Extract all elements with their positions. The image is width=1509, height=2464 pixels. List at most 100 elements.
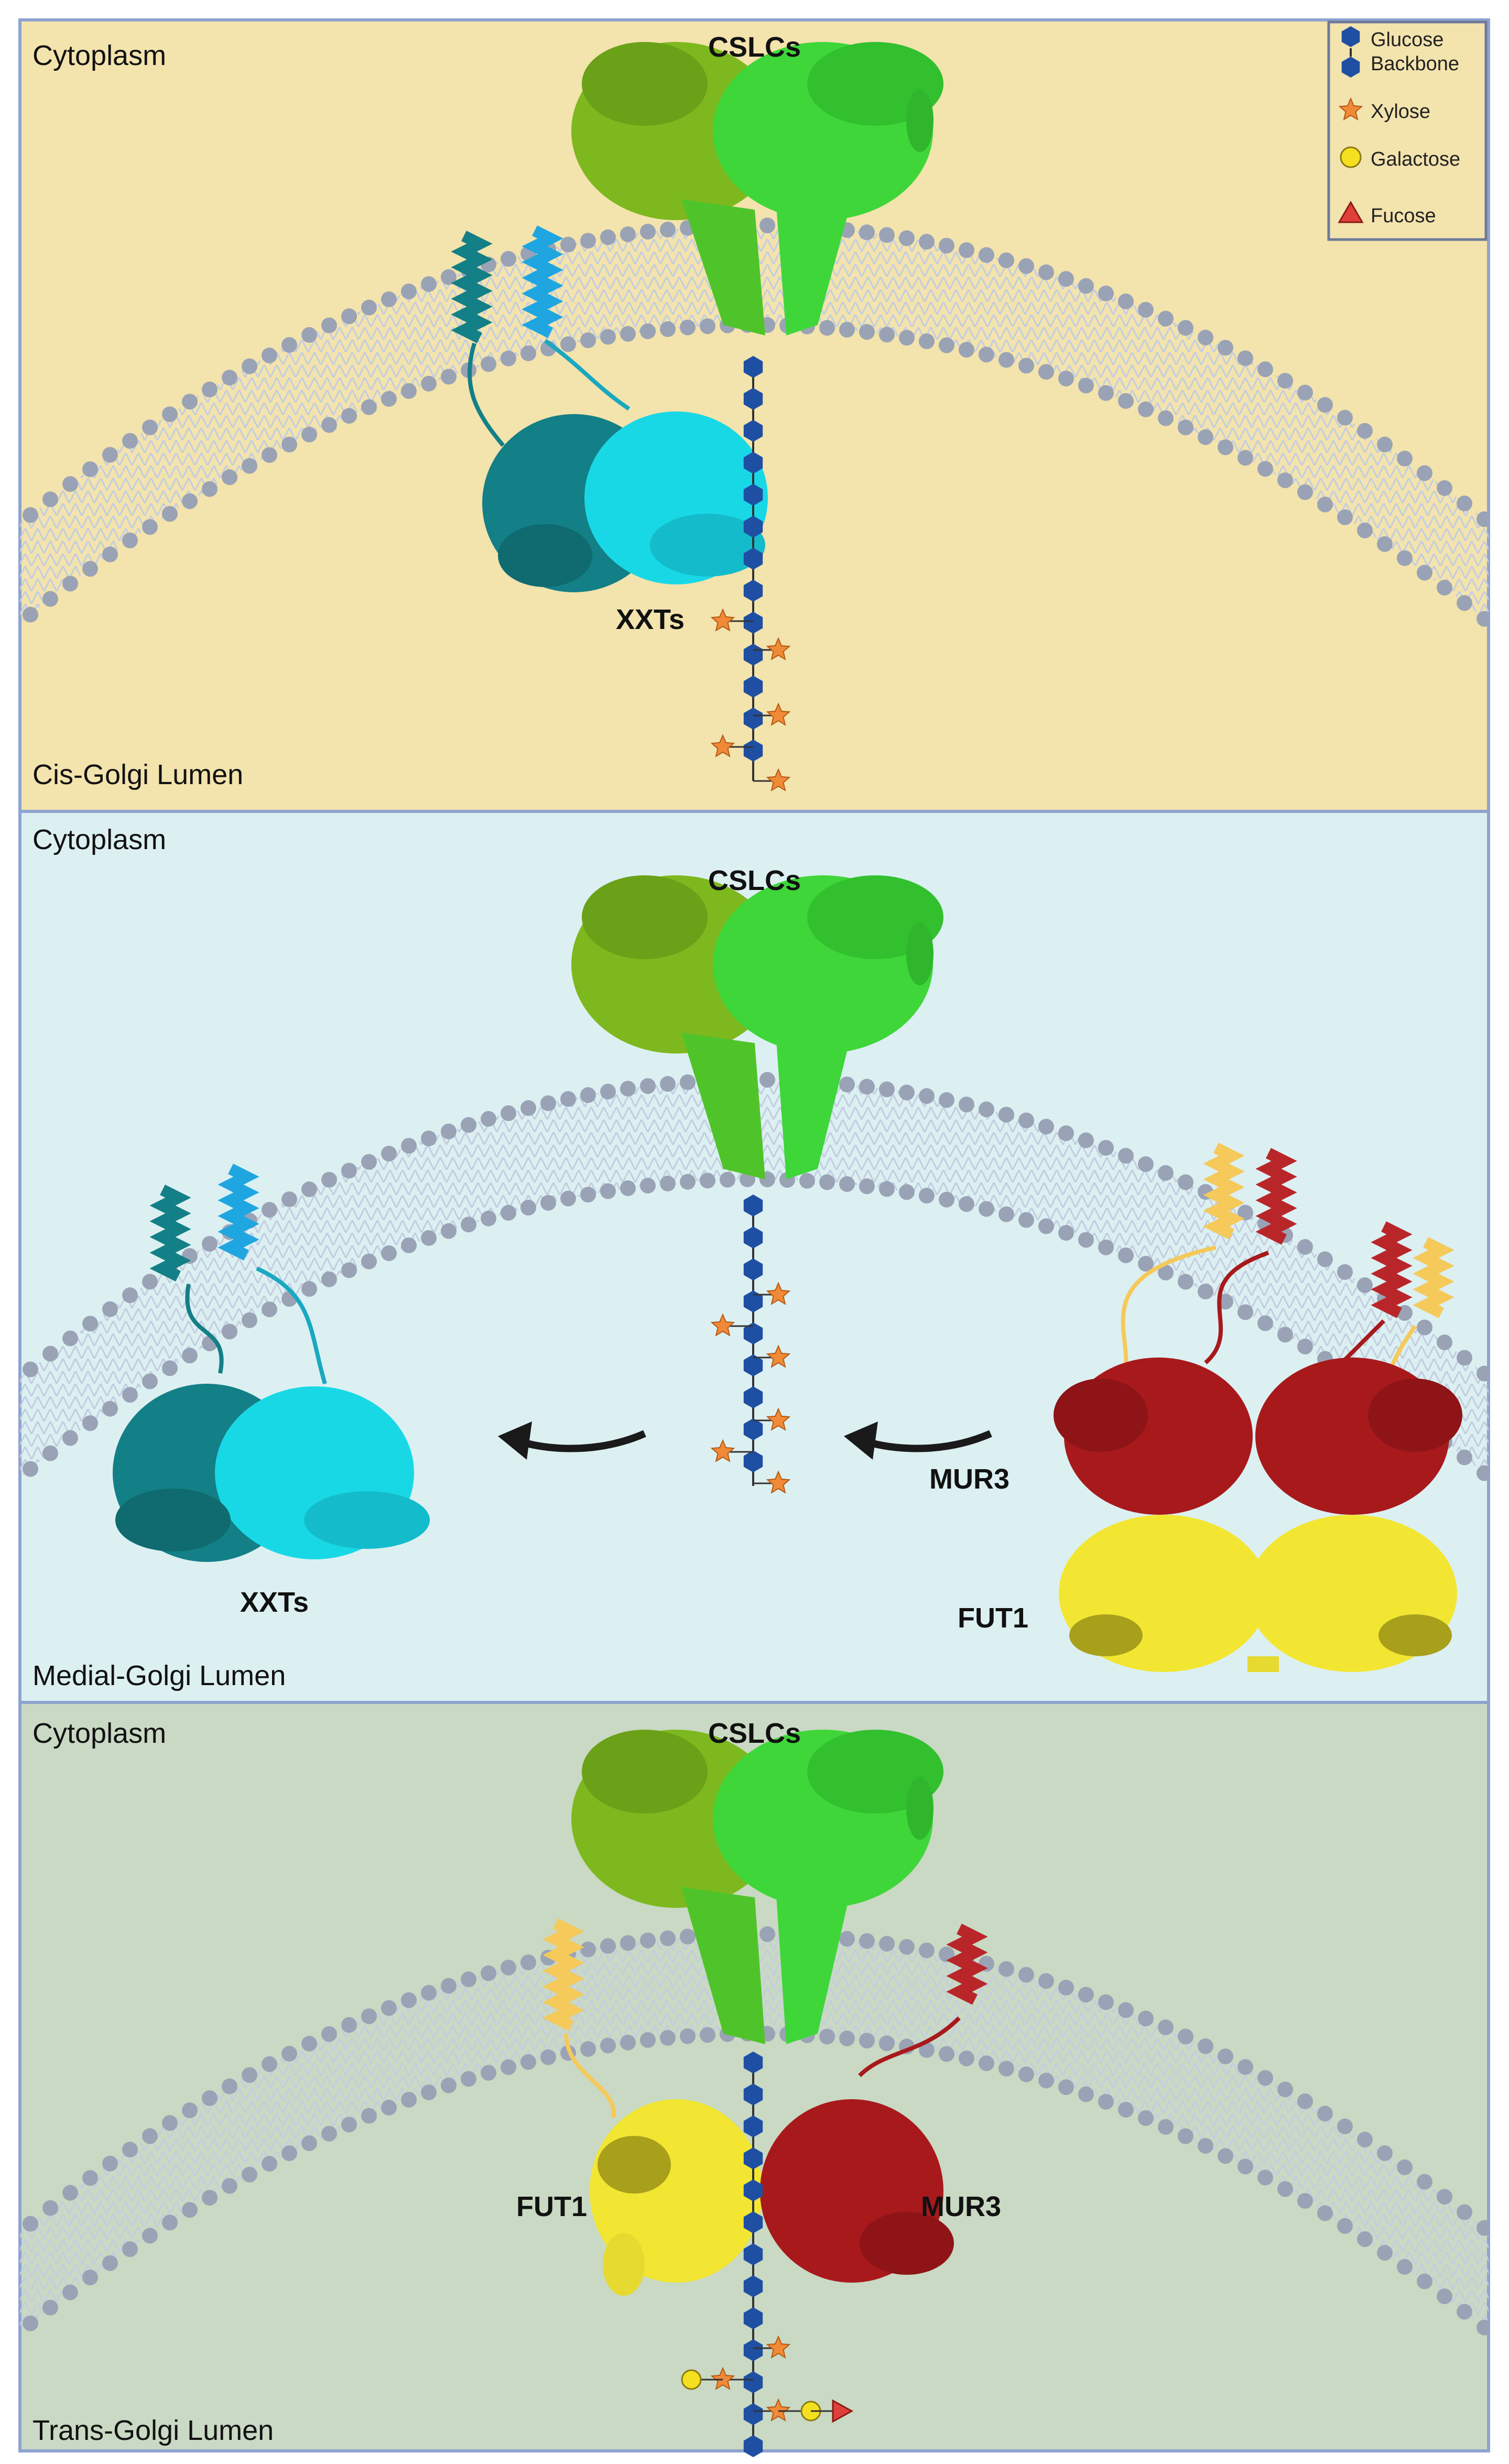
lipid-head bbox=[42, 2200, 58, 2216]
lipid-head bbox=[1237, 350, 1253, 366]
lipid-head bbox=[42, 1345, 58, 1362]
lipid-head bbox=[1038, 364, 1054, 380]
lipid-head bbox=[1218, 439, 1233, 455]
membrane-bilayer bbox=[20, 1926, 1509, 2336]
lipid-head bbox=[1038, 264, 1054, 280]
lipid-head bbox=[680, 319, 696, 335]
lipid-head bbox=[759, 1072, 775, 1088]
mur3-transmembrane-helix bbox=[1371, 1221, 1413, 1318]
xylose-star-icon bbox=[766, 1282, 791, 1305]
lipid-head bbox=[62, 1430, 78, 1446]
lipid-head bbox=[1297, 484, 1313, 501]
lipid-head bbox=[799, 1173, 815, 1189]
lipid-head bbox=[421, 1984, 437, 2001]
lipid-head bbox=[341, 1163, 357, 1179]
lumen-label: Medial-Golgi Lumen bbox=[32, 1660, 286, 1691]
lipid-head bbox=[998, 252, 1014, 268]
lipid-head bbox=[600, 1183, 616, 1199]
mur3-linker bbox=[1204, 1251, 1269, 1365]
lipid-head bbox=[1357, 1277, 1373, 1294]
lipid-head bbox=[102, 2255, 118, 2271]
lipid-head bbox=[461, 2071, 476, 2087]
lipid-head bbox=[939, 1191, 954, 1208]
lipid-head bbox=[501, 1959, 516, 1975]
lipid-head bbox=[1496, 1382, 1509, 1398]
lipid-head bbox=[600, 2037, 616, 2054]
lipid-head bbox=[600, 229, 616, 245]
flow-arrow bbox=[518, 1430, 646, 1452]
lipid-head bbox=[82, 2170, 98, 2186]
lipid-head bbox=[441, 1123, 457, 1139]
lipid-head bbox=[660, 221, 676, 237]
lipid-head bbox=[281, 2046, 297, 2062]
lipid-head bbox=[341, 1262, 357, 1278]
lipid-head bbox=[23, 1361, 38, 1377]
fut1-transmembrane-helix bbox=[1413, 1237, 1454, 1318]
lipid-head bbox=[1018, 2066, 1034, 2082]
lipid-head bbox=[1397, 550, 1413, 566]
lipid-head bbox=[1337, 2218, 1353, 2234]
glucose-hexagon-icon bbox=[743, 1386, 763, 1408]
lipid-head bbox=[501, 1105, 516, 1121]
lipid-head bbox=[3, 1477, 18, 1493]
xxt-linker bbox=[256, 1266, 327, 1385]
lipid-head bbox=[202, 481, 218, 497]
galactose-circle-icon bbox=[1340, 146, 1362, 168]
lipid-head bbox=[1297, 1239, 1313, 1255]
lipid-head bbox=[660, 2029, 676, 2046]
lipid-head bbox=[1218, 2048, 1233, 2065]
lipid-head bbox=[461, 1971, 476, 1988]
lipid-head bbox=[998, 1106, 1014, 1123]
lipid-head bbox=[381, 291, 397, 307]
glucose-hexagon-icon bbox=[743, 484, 763, 506]
lumen-label: Cis-Golgi Lumen bbox=[32, 759, 243, 790]
lipid-head bbox=[82, 461, 98, 477]
lipid-head bbox=[879, 227, 895, 243]
lipid-head bbox=[321, 317, 337, 333]
lipid-head bbox=[82, 1415, 98, 1431]
lipid-head bbox=[540, 1195, 556, 1211]
lipid-head bbox=[640, 2032, 656, 2048]
lipid-head bbox=[321, 417, 337, 433]
lipid-head bbox=[580, 233, 596, 249]
lipid-head bbox=[142, 2228, 158, 2244]
lipid-head bbox=[680, 1174, 696, 1190]
lipid-head bbox=[62, 2185, 78, 2201]
lipid-head bbox=[501, 2059, 516, 2075]
lipid-head bbox=[102, 1401, 118, 1417]
lipid-head bbox=[401, 284, 417, 300]
lipid-head bbox=[122, 2142, 138, 2158]
lipid-head bbox=[361, 1253, 377, 1269]
lipid-head bbox=[3, 523, 18, 539]
glucose-hexagon-icon bbox=[743, 2115, 763, 2137]
lipid-head bbox=[1078, 1132, 1094, 1148]
lipid-head bbox=[202, 2090, 218, 2106]
lipid-head bbox=[680, 2028, 696, 2044]
lipid-head bbox=[481, 356, 496, 372]
lipid-head bbox=[839, 1076, 855, 1092]
lipid-head bbox=[979, 1101, 994, 1117]
lipid-head bbox=[1178, 2028, 1193, 2045]
lipid-head bbox=[1118, 1148, 1134, 1164]
lipid-head bbox=[1377, 536, 1393, 552]
lipid-head bbox=[1098, 385, 1114, 401]
xxt-transmembrane-helix bbox=[218, 1164, 259, 1261]
lipid-head bbox=[1018, 1212, 1034, 1228]
lipid-head bbox=[341, 2017, 357, 2033]
lipid-head bbox=[281, 337, 297, 353]
lipid-head bbox=[481, 1111, 496, 1127]
lipid-head bbox=[1038, 2072, 1054, 2089]
lipid-head bbox=[1138, 1256, 1154, 1272]
lipid-head bbox=[401, 383, 417, 399]
lipid-head bbox=[1496, 2237, 1509, 2252]
lipid-head bbox=[142, 1373, 158, 1390]
lipid-head bbox=[202, 381, 218, 397]
lipid-head bbox=[421, 276, 437, 292]
cslc-enzyme bbox=[571, 875, 943, 1179]
lipid-head bbox=[202, 2189, 218, 2206]
lipid-head bbox=[1317, 2205, 1333, 2221]
lipid-head bbox=[620, 226, 636, 242]
glucose-hexagon-icon bbox=[743, 2243, 763, 2265]
lipid-head bbox=[1317, 496, 1333, 513]
lipid-head bbox=[1277, 373, 1293, 389]
